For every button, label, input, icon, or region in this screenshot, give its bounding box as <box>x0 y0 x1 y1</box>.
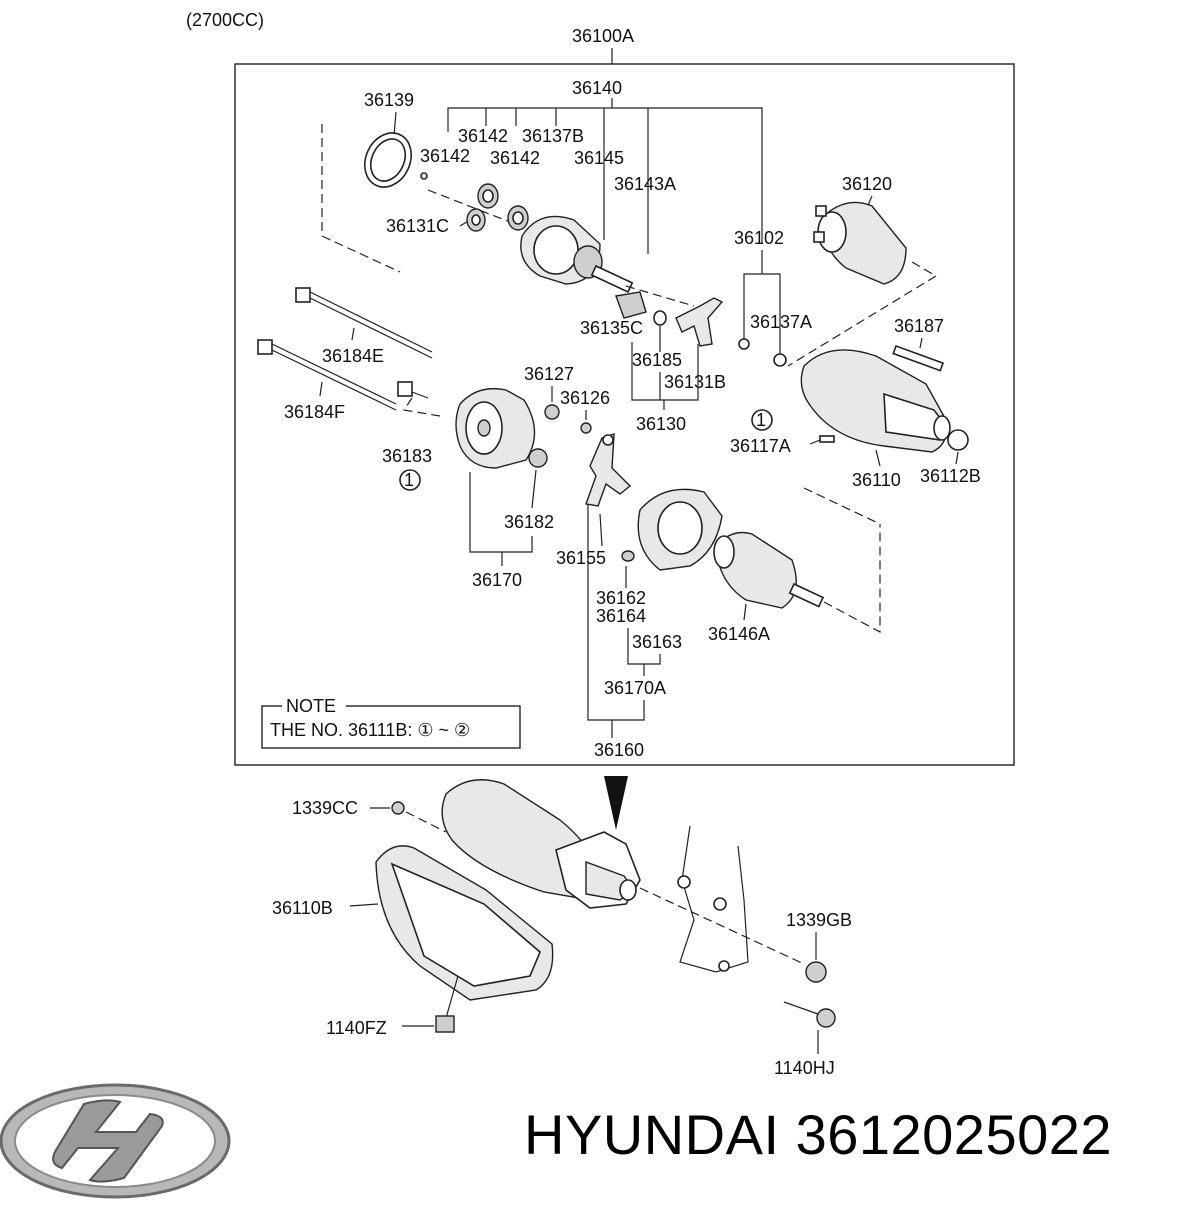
screw-36117A <box>819 435 835 443</box>
label-36127: 36127 <box>524 364 574 384</box>
label-36120: 36120 <box>842 174 892 194</box>
label-36182: 36182 <box>504 512 554 532</box>
label-36163: 36163 <box>632 632 682 652</box>
label-1339GB: 1339GB <box>786 910 852 930</box>
arrow-pointer <box>604 776 628 830</box>
bolt-head-36184F <box>257 339 273 355</box>
nut-1339CC <box>391 801 405 815</box>
bolt-shaft-36184E <box>309 297 433 359</box>
label-36146A: 36146A <box>708 624 770 644</box>
nut-1339GB <box>805 961 827 983</box>
label-1140HJ: 1140HJ <box>774 1058 835 1078</box>
washer-36137A <box>738 338 750 350</box>
bracket-36170 <box>469 472 533 553</box>
bushing-36182 <box>528 448 548 468</box>
small-pin <box>420 172 428 180</box>
label-36140: 36140 <box>572 78 622 98</box>
label-36110: 36110 <box>852 470 901 490</box>
label-1140FZ: 1140FZ <box>326 1018 387 1038</box>
label-36155: 36155 <box>556 548 606 568</box>
label-36137B: 36137B <box>522 126 584 146</box>
label-36184E: 36184E <box>322 346 384 366</box>
label-36183: 36183 <box>382 446 432 466</box>
label-36112B: 36112B <box>920 466 981 486</box>
bolt-head-36184E <box>295 287 311 303</box>
note-text: THE NO. 36111B: ① ~ ② <box>270 720 470 740</box>
label-36130: 36130 <box>636 414 686 434</box>
screw-head-36183 <box>397 381 413 397</box>
clip-36135C <box>615 291 647 319</box>
label-36117A: 36117A <box>730 436 791 456</box>
drive-lever-36131B <box>675 297 724 347</box>
bracket-36140 <box>447 107 763 244</box>
label-36110B: 36110B <box>272 898 333 918</box>
label-36142-c: 36142 <box>490 148 540 168</box>
label-36185: 36185 <box>632 350 682 370</box>
hyundai-logo-icon <box>0 1083 231 1199</box>
note-title: NOTE <box>286 696 336 716</box>
engine-mounting-plate <box>679 825 749 973</box>
label-36184F: 36184F <box>284 402 345 422</box>
engine-size-label: (2700CC) <box>186 10 264 30</box>
axis-dashed-a <box>321 124 401 273</box>
bracket-36130 <box>631 342 699 401</box>
bolt-shaft-1140FZ <box>445 975 459 1019</box>
label-36170A: 36170A <box>604 678 666 698</box>
label-36142-a: 36142 <box>458 126 508 146</box>
stud-bolt-36187 <box>892 344 945 372</box>
washer-36126 <box>580 422 592 434</box>
label-36142-b: 36142 <box>420 146 470 166</box>
marker-1b: 1 <box>404 470 414 490</box>
bracket-36160 <box>587 504 645 721</box>
label-36126: 36126 <box>560 388 610 408</box>
label-36139: 36139 <box>364 90 414 110</box>
bolt-shaft-36184F <box>271 349 397 411</box>
label-36164: 36164 <box>596 606 646 626</box>
brush-lead-36155 <box>585 433 632 507</box>
label-36137A: 36137A <box>750 312 812 332</box>
label-36102: 36102 <box>734 228 784 248</box>
note-box <box>261 705 521 749</box>
label-36145: 36145 <box>574 148 624 168</box>
nut-36127 <box>544 404 560 420</box>
marker-1a: 1 <box>756 410 766 430</box>
label-36170: 36170 <box>472 570 522 590</box>
label-36143A: 36143A <box>614 174 676 194</box>
label-36162: 36162 <box>596 588 646 608</box>
label-36187: 36187 <box>894 316 944 336</box>
spring-36162 <box>621 550 635 562</box>
label-36135C: 36135C <box>580 318 643 338</box>
bolt-head-1140FZ <box>435 1015 455 1033</box>
brand-part-number: HYUNDAI 3612025022 <box>524 1103 1113 1166</box>
assembly-number-label: 36100A <box>572 26 634 46</box>
label-1339CC: 1339CC <box>292 798 358 818</box>
bushing-36112B <box>947 429 969 451</box>
bolt-shaft-1140HJ <box>783 1001 819 1015</box>
washer-36102 <box>773 353 787 367</box>
marker-circle-1b <box>399 469 421 491</box>
shaft-36143A <box>590 264 634 294</box>
label-36131C: 36131C <box>386 216 449 236</box>
label-36160: 36160 <box>594 740 644 760</box>
assembly-frame <box>234 63 1015 766</box>
bolt-head-1140HJ <box>816 1008 836 1028</box>
oring-36185 <box>653 310 667 326</box>
marker-circle-1a <box>751 409 773 431</box>
label-36131B: 36131B <box>664 372 726 392</box>
